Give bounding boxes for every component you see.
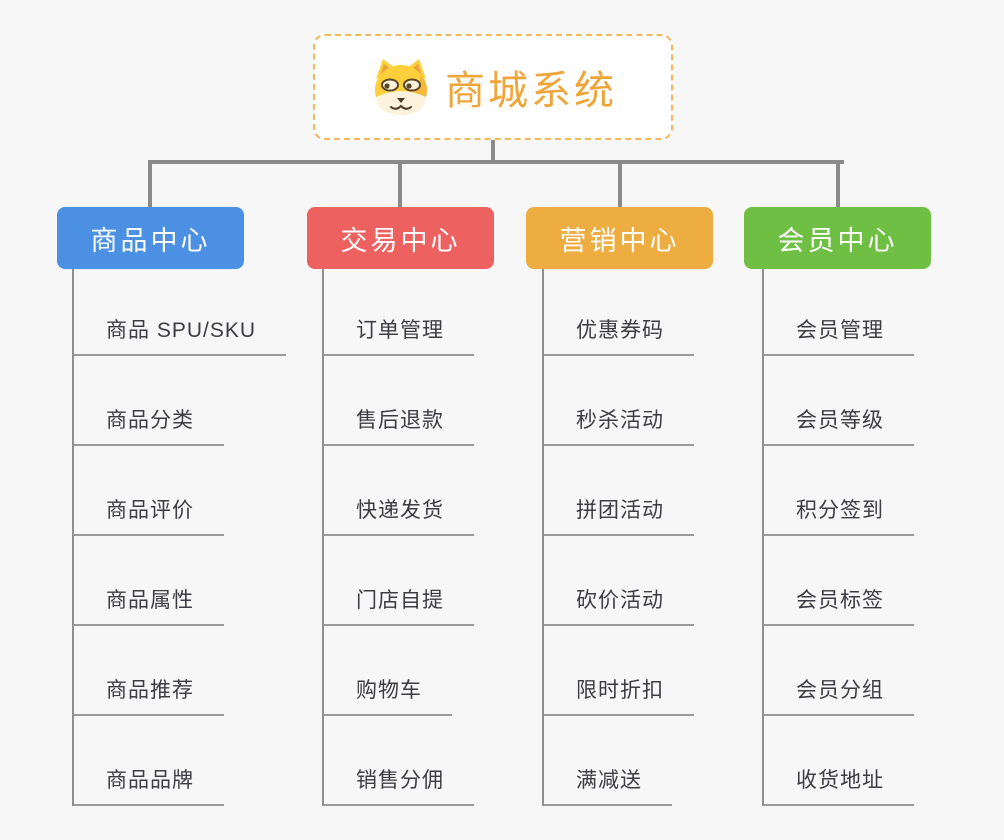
branch-label: 商品中心 — [90, 225, 211, 256]
subtree-product-center: 商品 SPU/SKU 商品分类 商品评价 商品属性 商品推荐 商品品牌 — [72, 269, 287, 806]
leaf-node[interactable]: 商品属性 — [74, 587, 224, 626]
leaf-node[interactable]: 会员分组 — [764, 677, 914, 716]
leaf-node[interactable]: 会员管理 — [764, 317, 914, 356]
branch-node-trade-center[interactable]: 交易中心 — [307, 207, 494, 269]
subtree-marketing-center: 优惠券码 秒杀活动 拼团活动 砍价活动 限时折扣 满减送 — [542, 269, 694, 806]
root-node[interactable]: 商城系统 — [313, 34, 673, 140]
root-title: 商城系统 — [445, 69, 617, 113]
connector-drop-product — [148, 160, 152, 207]
dog-face-icon — [375, 59, 427, 115]
leaf-node[interactable]: 门店自提 — [324, 587, 474, 626]
connector-root-drop — [491, 140, 495, 162]
leaf-node[interactable]: 秒杀活动 — [544, 407, 694, 446]
leaf-node[interactable]: 商品推荐 — [74, 677, 224, 716]
leaf-node[interactable]: 订单管理 — [324, 317, 474, 356]
leaf-node[interactable]: 砍价活动 — [544, 587, 694, 626]
leaf-node[interactable]: 商品分类 — [74, 407, 224, 446]
leaf-node[interactable]: 购物车 — [324, 677, 452, 716]
connector-drop-marketing — [618, 160, 622, 207]
leaf-node[interactable]: 积分签到 — [764, 497, 914, 536]
leaf-node[interactable]: 快递发货 — [324, 497, 474, 536]
branch-label: 交易中心 — [340, 225, 461, 256]
subtree-trade-center: 订单管理 售后退款 快递发货 门店自提 购物车 销售分佣 — [322, 269, 474, 806]
leaf-node[interactable]: 优惠券码 — [544, 317, 694, 356]
leaf-node[interactable]: 售后退款 — [324, 407, 474, 446]
leaf-node[interactable]: 会员标签 — [764, 587, 914, 626]
branch-label: 会员中心 — [777, 225, 898, 256]
leaf-node[interactable]: 会员等级 — [764, 407, 914, 446]
branch-label: 营销中心 — [559, 225, 680, 256]
leaf-node[interactable]: 收货地址 — [764, 767, 914, 806]
subtree-member-center: 会员管理 会员等级 积分签到 会员标签 会员分组 收货地址 — [762, 269, 914, 806]
connector-horizontal — [148, 160, 844, 164]
connector-drop-member — [836, 160, 840, 207]
connector-drop-trade — [398, 160, 402, 207]
leaf-node[interactable]: 商品品牌 — [74, 767, 224, 806]
leaf-node[interactable]: 限时折扣 — [544, 677, 694, 716]
leaf-node[interactable]: 商品评价 — [74, 497, 224, 536]
leaf-node[interactable]: 销售分佣 — [324, 767, 474, 806]
branch-node-marketing-center[interactable]: 营销中心 — [526, 207, 713, 269]
leaf-node[interactable]: 满减送 — [544, 767, 672, 806]
branch-node-member-center[interactable]: 会员中心 — [744, 207, 931, 269]
leaf-node[interactable]: 拼团活动 — [544, 497, 694, 536]
branch-node-product-center[interactable]: 商品中心 — [57, 207, 244, 269]
leaf-node[interactable]: 商品 SPU/SKU — [74, 317, 287, 356]
